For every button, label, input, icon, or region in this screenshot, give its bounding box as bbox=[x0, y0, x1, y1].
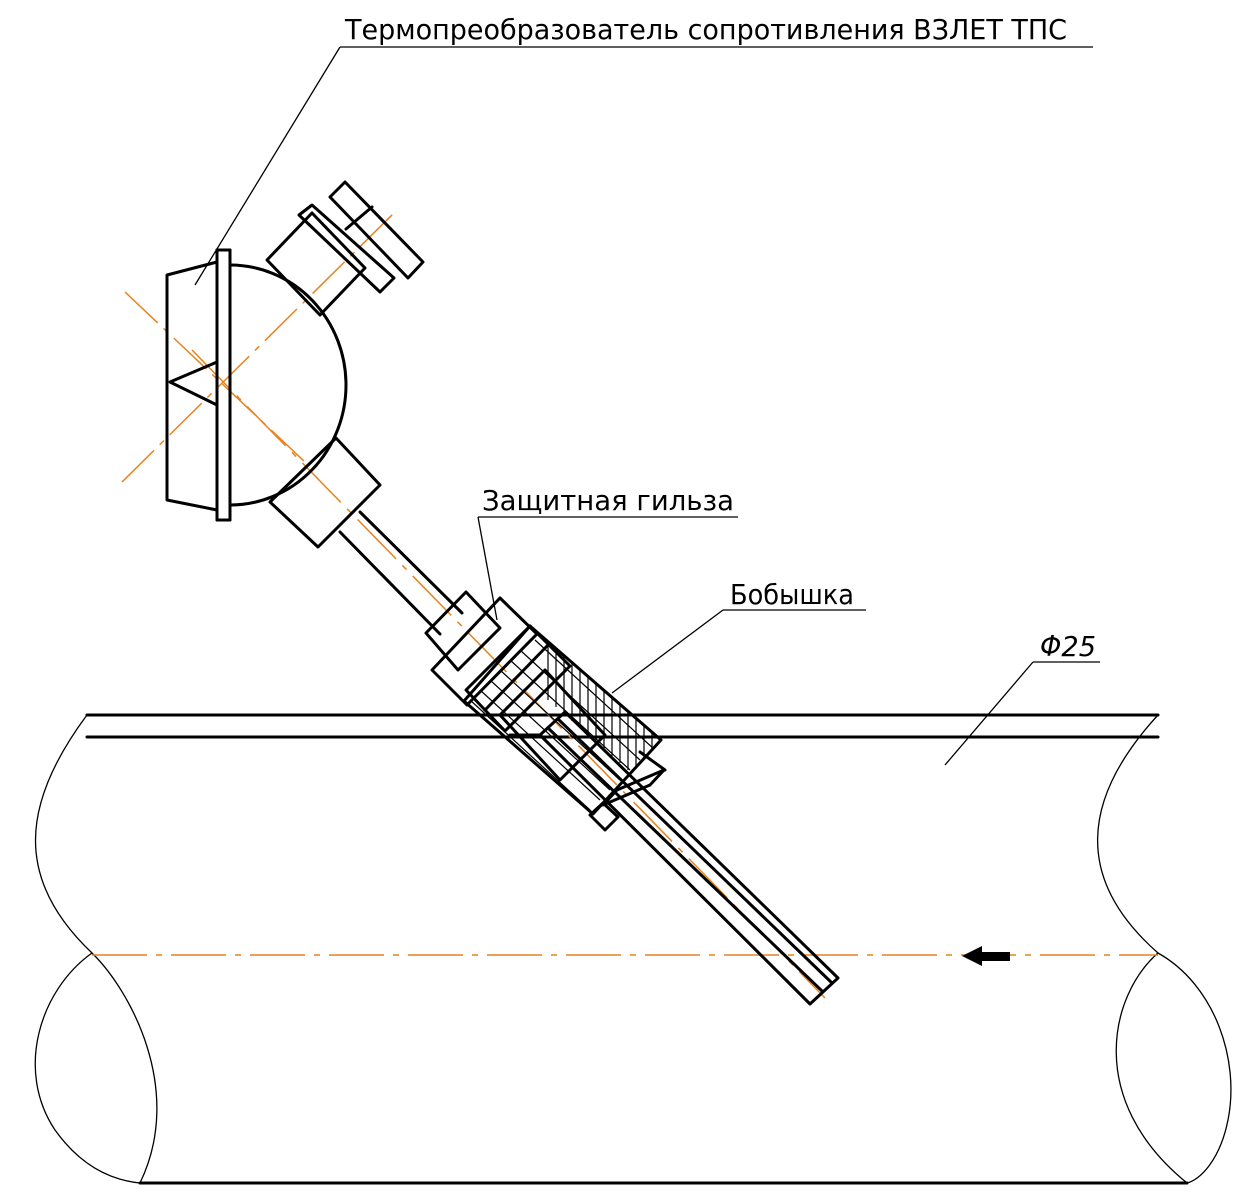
stem-collar bbox=[268, 436, 382, 549]
sensor-head bbox=[165, 180, 425, 549]
sleeve-label: Защитная гильза bbox=[482, 484, 734, 517]
boss-lower-flat-2 bbox=[588, 801, 620, 832]
boss-bore bbox=[498, 668, 607, 782]
cable-gland-washer bbox=[297, 203, 396, 294]
arrow-left-icon bbox=[962, 946, 1010, 966]
diameter-label: Φ25 bbox=[1040, 630, 1096, 663]
thermowell bbox=[508, 710, 840, 1006]
sensor-axis bbox=[191, 349, 826, 999]
leader-lines bbox=[194, 46, 1100, 766]
pipe bbox=[34, 713, 1232, 1185]
pipe-left-end-lobe bbox=[34, 952, 141, 1184]
pipe-right-break bbox=[1096, 714, 1188, 1184]
cable-gland bbox=[265, 211, 367, 317]
sensor-label: Термопреобразователь сопротивления ВЗЛЕТ… bbox=[344, 13, 1067, 46]
center-lines bbox=[92, 211, 1158, 999]
cable-gland-nut bbox=[328, 180, 425, 280]
head-axis-horizontal bbox=[124, 291, 306, 463]
boss-label: Бобышка bbox=[730, 578, 854, 611]
head-dome bbox=[228, 263, 348, 507]
pipe-right-end-lobe bbox=[1157, 952, 1232, 1184]
head-axis-vertical bbox=[121, 211, 396, 483]
sleeve-nut-upper bbox=[424, 590, 502, 672]
sensor-stem bbox=[338, 510, 464, 636]
head-cover bbox=[165, 260, 219, 512]
head-cover-marker bbox=[168, 360, 219, 407]
pipe-left-break bbox=[34, 714, 158, 1184]
sleeve-collar bbox=[464, 624, 572, 733]
